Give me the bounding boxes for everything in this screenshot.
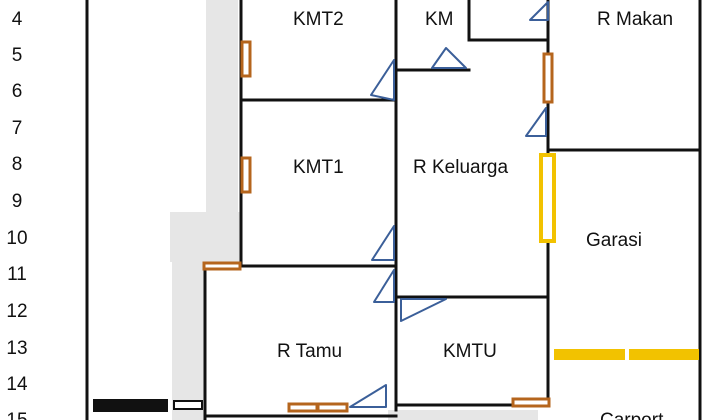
swing-kmtu-top [400, 298, 447, 322]
door-small-bottom-left [173, 400, 203, 410]
room-label-r-keluarga: R Keluarga [413, 157, 509, 178]
row-number-11: 11 [7, 264, 27, 285]
room-label-kmtu: KMTU [443, 341, 497, 362]
row-number-4: 4 [11, 9, 23, 30]
corridor-patch-bottom [388, 410, 538, 420]
swing-km-top [529, 1, 549, 21]
door-kmt2 [240, 40, 252, 78]
swing-rkeluarga-top [370, 59, 395, 101]
swing-rtamu-bottom [349, 384, 387, 408]
door-rtamu-bottom-a [287, 402, 319, 413]
room-label-kmt2: KMT2 [293, 9, 344, 30]
room-label-km: KM [425, 9, 454, 30]
door-kmt1 [240, 156, 252, 194]
garage-gate-horizontal-b [629, 349, 699, 360]
door-swings [349, 1, 549, 408]
room-label-carport: Carport [600, 410, 663, 420]
row-number-14: 14 [6, 374, 28, 395]
swing-rtamu-right [373, 269, 395, 303]
row-number-9: 9 [11, 191, 23, 212]
doors [202, 40, 554, 413]
swing-km-bottom [431, 47, 467, 69]
garage-highlights [539, 153, 699, 360]
row-number-12: 12 [6, 301, 28, 322]
swing-rmakan-lower [525, 107, 547, 137]
row-number-13: 13 [6, 338, 28, 359]
corridor-strip-upper [206, 0, 238, 214]
door-kmtu-bottom [511, 397, 551, 408]
door-rtamu-bottom-b [316, 402, 349, 413]
row-number-15: 15 [0, 411, 34, 420]
door-rmakan [542, 52, 554, 104]
garage-gate-horizontal-a [554, 349, 625, 360]
row-number-6: 6 [11, 81, 23, 102]
room-label-r-makan: R Makan [597, 9, 674, 30]
room-label-r-tamu: R Tamu [277, 341, 343, 362]
door-rtamu-top [202, 261, 242, 271]
corridor-block-mid [170, 212, 240, 262]
corridor-strip-lower [172, 260, 204, 420]
row-number-8: 8 [11, 154, 23, 175]
room-label-kmt1: KMT1 [293, 157, 344, 178]
row-number-5: 5 [11, 45, 23, 66]
room-label-garasi: Garasi [586, 230, 642, 251]
row-number-10: 10 [6, 228, 28, 249]
garage-gate-vertical [539, 153, 556, 243]
swing-rkeluarga-mid [371, 225, 395, 261]
row-number-7: 7 [11, 118, 23, 139]
wall-heavy-bottom-left [93, 399, 168, 412]
